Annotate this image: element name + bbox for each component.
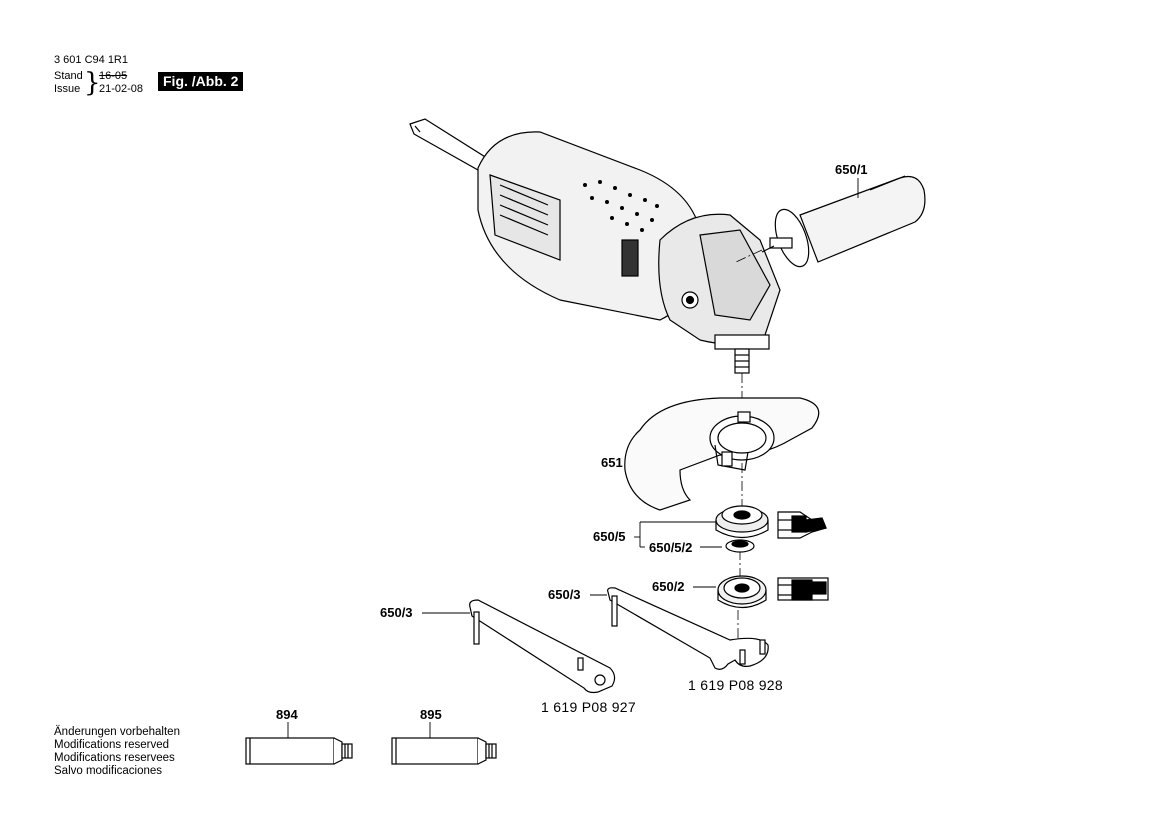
flange-section-icon <box>777 511 827 539</box>
side-handle <box>761 175 926 268</box>
angle-grinder-body <box>409 118 781 374</box>
note-spanish: Salvo modificaciones <box>54 765 163 777</box>
leader-lines <box>287 178 859 738</box>
issue-label: Issue <box>54 83 81 95</box>
grease-tube-894 <box>245 737 353 765</box>
brace-symbol: } <box>84 68 101 98</box>
part-number-spanner-right: 1 619 P08 928 <box>688 677 783 693</box>
callout-tube-894: 894 <box>276 707 298 722</box>
callout-spanner-left: 650/3 <box>380 605 413 620</box>
callout-clamping-nut: 650/2 <box>652 579 685 594</box>
callout-guard: 651 <box>601 455 623 470</box>
flange-ring <box>725 539 755 553</box>
stand-label: Stand <box>54 70 83 82</box>
figure-tag: Fig. /Abb. 2 <box>158 72 244 91</box>
mounting-flange <box>715 505 769 539</box>
wheel-guard <box>624 397 820 511</box>
callout-side-handle: 650/1 <box>835 162 868 177</box>
callout-flange-ring: 650/5/2 <box>649 540 693 555</box>
callout-tube-895: 895 <box>420 707 442 722</box>
document-number: 3 601 C94 1R1 <box>54 54 128 66</box>
stand-date: 16-05 <box>99 70 128 82</box>
grease-tube-895 <box>391 737 497 765</box>
pin-spanner-bent <box>607 587 769 670</box>
part-number-spanner-left: 1 619 P08 927 <box>541 699 636 715</box>
nut-section-icon <box>777 577 829 601</box>
callout-flange-group: 650/5 <box>593 529 626 544</box>
note-english: Modifications reserved <box>54 739 170 751</box>
callout-spanner-right: 650/3 <box>548 587 581 602</box>
note-german: Änderungen vorbehalten <box>54 726 180 738</box>
issue-date: 21-02-08 <box>99 83 144 95</box>
clamping-nut <box>717 575 767 609</box>
note-french: Modifications reservees <box>54 752 175 764</box>
pin-spanner-straight <box>469 599 616 694</box>
